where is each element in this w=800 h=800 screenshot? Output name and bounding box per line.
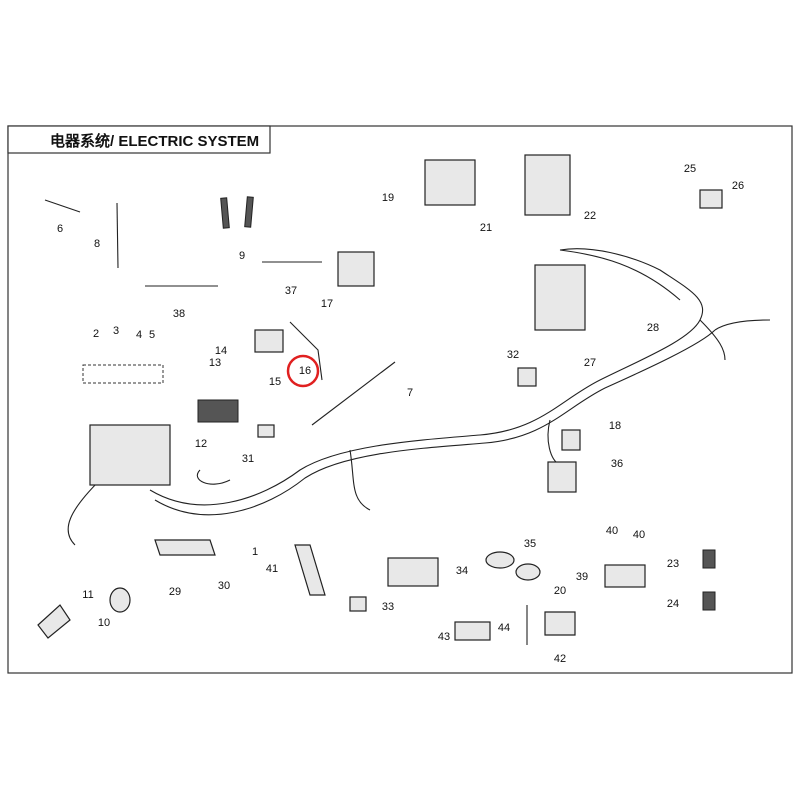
part-33-connector [349,596,367,612]
callout-30[interactable]: 30 [218,580,230,592]
part-35-clamp [485,551,515,569]
callout-18[interactable]: 18 [609,420,621,432]
part-15-coil [254,329,284,353]
callout-43[interactable]: 43 [438,631,450,643]
callout-39[interactable]: 39 [576,571,588,583]
part-36-relay [547,461,577,493]
callout-37[interactable]: 37 [285,285,297,297]
part-8-strap [116,202,119,269]
callout-36[interactable]: 36 [611,458,623,470]
callout-31[interactable]: 31 [242,453,254,465]
callout-21[interactable]: 21 [480,222,492,234]
callout-24[interactable]: 24 [667,598,679,610]
part-12-module [197,399,239,423]
callout-22[interactable]: 22 [584,210,596,222]
callout-9[interactable]: 9 [239,250,245,262]
part-41-bracket [294,544,326,596]
part-2-5-fuses [82,364,164,384]
callout-32[interactable]: 32 [507,349,519,361]
part-6-cable-tie [44,199,81,213]
callout-35[interactable]: 35 [524,538,536,550]
diagram-title: 电器系统/ ELECTRIC SYSTEM [50,132,259,150]
callout-23[interactable]: 23 [667,558,679,570]
callout-4[interactable]: 4 [136,329,142,341]
callout-38[interactable]: 38 [173,308,185,320]
callout-3[interactable]: 3 [113,325,119,337]
part-19-battery [424,159,476,206]
part-39-module [604,564,646,588]
part-22-bracket [524,154,571,216]
part-9-band [220,197,230,229]
callout-26[interactable]: 26 [732,180,744,192]
part-16-spark-plug-cap [289,321,323,381]
front-arrow-icon [37,604,71,639]
callout-10[interactable]: 10 [98,617,110,629]
callout-7[interactable]: 7 [407,387,413,399]
callout-41[interactable]: 41 [266,563,278,575]
callout-40[interactable]: 40 [606,525,618,537]
part-31-clip [257,424,275,438]
callouts: 6 8 9 37 38 17 19 21 22 25 26 28 27 32 7… [57,163,744,665]
part-27-regulator [534,264,586,331]
callout-11[interactable]: 11 [82,589,93,601]
part-43-connector [454,621,491,641]
wire-harness [67,248,771,546]
callout-2[interactable]: 2 [93,328,99,340]
callout-27[interactable]: 27 [584,357,596,369]
callout-1[interactable]: 1 [252,546,258,558]
part-7-cable [311,361,396,426]
part-42-bracket [544,611,576,636]
part-10-horn [109,587,131,613]
part-24-switch [702,591,716,611]
callout-16[interactable]: 16 [299,365,311,377]
title-box [7,125,271,154]
fuse-box [89,424,171,486]
part-18-relay [561,429,581,451]
callout-12[interactable]: 12 [195,438,207,450]
callout-29[interactable]: 29 [169,586,181,598]
part-35-clamp-b [515,563,541,581]
diagram-frame [7,125,793,674]
callout-28[interactable]: 28 [647,322,659,334]
callout-13[interactable]: 13 [209,357,221,369]
callout-44[interactable]: 44 [498,622,510,634]
callout-40b[interactable]: 40 [633,529,645,541]
highlight-circle [286,354,320,388]
part-shapes [37,154,723,645]
part-23-switch [702,549,716,569]
part-32-connector [517,367,537,387]
callout-5[interactable]: 5 [149,329,155,341]
callout-42[interactable]: 42 [554,653,566,665]
callout-6[interactable]: 6 [57,223,63,235]
part-9-band-b [244,196,254,228]
callout-17[interactable]: 17 [321,298,333,310]
callout-20[interactable]: 20 [554,585,566,597]
callout-14[interactable]: 14 [215,345,227,357]
callout-33[interactable]: 33 [382,601,394,613]
callout-15[interactable]: 15 [269,376,281,388]
callout-19[interactable]: 19 [382,192,394,204]
callout-25[interactable]: 25 [684,163,696,175]
part-26-sensor [699,189,723,209]
part-17-relay [337,251,375,287]
callout-8[interactable]: 8 [94,238,100,250]
part-34-ecu [387,557,439,587]
part-29-bracket [154,539,216,556]
callout-34[interactable]: 34 [456,565,468,577]
